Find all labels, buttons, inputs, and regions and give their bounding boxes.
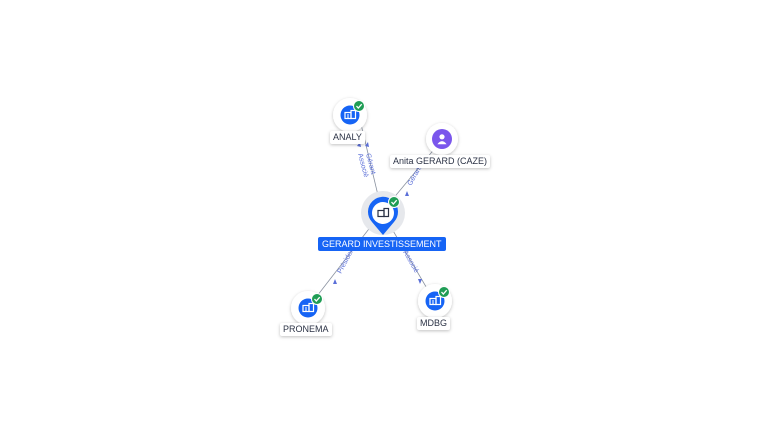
center-node-label: GERARD INVESTISSEMENT — [318, 237, 446, 251]
node-label-anita-gerard: Anita GERARD (CAZE) — [390, 155, 491, 168]
edge-arrow-icon — [365, 142, 369, 147]
edge-label: Gérant — [407, 165, 424, 187]
verified-icon — [310, 292, 324, 306]
node-analy[interactable] — [333, 98, 367, 132]
edge-arrow-icon — [418, 279, 422, 284]
building-icon — [377, 207, 390, 218]
verified-icon — [387, 195, 401, 209]
verified-icon — [352, 99, 366, 113]
node-anita-gerard[interactable] — [426, 123, 458, 155]
edge-label: Associé — [401, 250, 419, 275]
node-mdbg[interactable] — [418, 284, 452, 318]
edge-arrow-icon — [333, 279, 337, 284]
edge-arrow-icon — [405, 191, 409, 196]
node-label-pronema: PRONEMA — [280, 323, 332, 336]
person-icon — [437, 134, 447, 145]
verified-icon — [437, 285, 451, 299]
node-center[interactable] — [361, 191, 405, 235]
node-label-mdbg: MDBG — [417, 317, 450, 330]
node-label-analy: ANALY — [330, 131, 365, 144]
node-pronema[interactable] — [291, 291, 325, 325]
